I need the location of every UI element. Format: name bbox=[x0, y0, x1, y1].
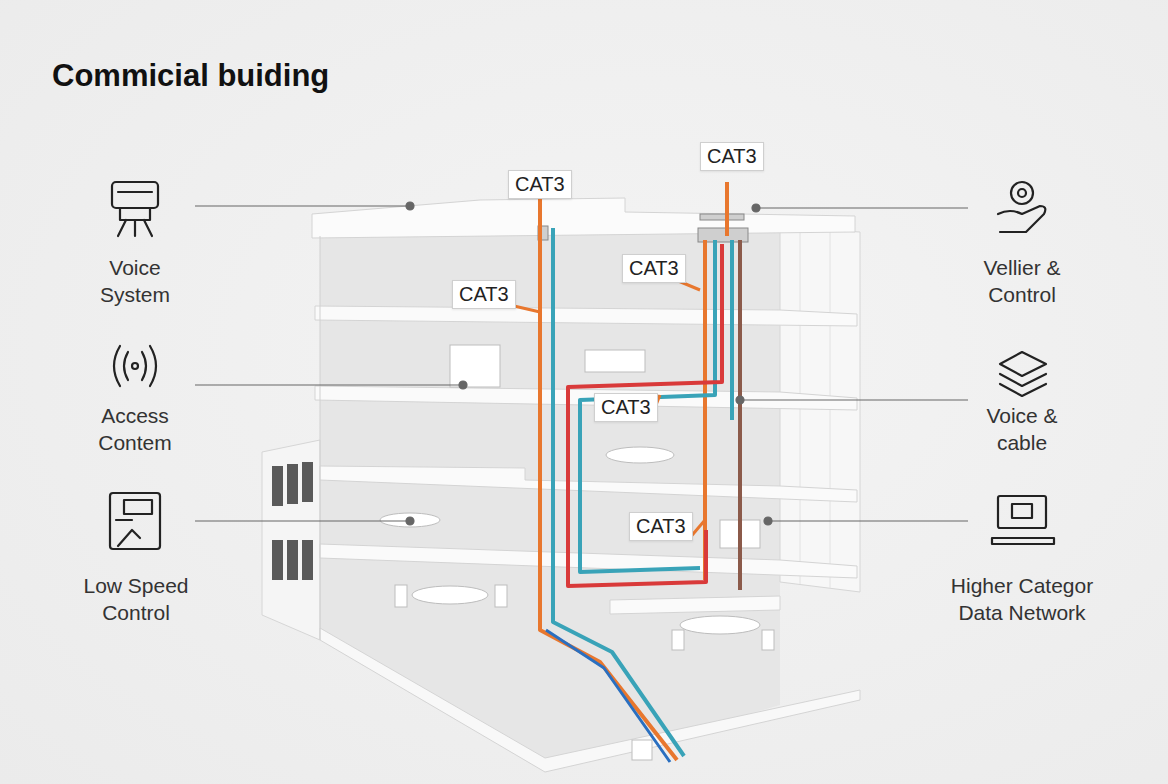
side-icons-part bbox=[118, 208, 152, 236]
side-icons-part bbox=[998, 206, 1045, 232]
cables-part bbox=[514, 306, 540, 312]
building-shell bbox=[262, 198, 860, 772]
side-icons-part bbox=[998, 496, 1046, 528]
building-shell-part bbox=[287, 464, 298, 504]
leader-lines-part bbox=[195, 520, 410, 521]
cable-tag-text: CAT3 bbox=[707, 145, 757, 167]
leader-lines-part bbox=[740, 399, 968, 400]
leader-lines-part bbox=[195, 384, 463, 385]
furniture-part bbox=[762, 630, 774, 650]
cables-part bbox=[568, 244, 722, 586]
system-label: Access Contem bbox=[80, 402, 190, 456]
building-shell-part bbox=[312, 198, 855, 238]
building-shell-part bbox=[272, 466, 283, 506]
furniture-part bbox=[450, 345, 500, 387]
building-shell-part bbox=[302, 540, 313, 580]
patch-panels-part bbox=[698, 228, 748, 242]
side-icons-part bbox=[110, 493, 160, 549]
diagram-title: Commicial buiding bbox=[52, 58, 329, 94]
system-label: Low Speed Control bbox=[71, 572, 201, 626]
leader-lines-part bbox=[406, 202, 414, 210]
side-icons-part bbox=[114, 346, 156, 386]
cable-tag: CAT3 bbox=[629, 512, 693, 541]
side-icons-part bbox=[124, 500, 152, 514]
leader-lines-part bbox=[736, 396, 744, 404]
furniture-part bbox=[585, 350, 645, 372]
leader-lines-part bbox=[459, 381, 467, 389]
cables-part bbox=[546, 630, 670, 762]
cable-tag: CAT3 bbox=[452, 280, 516, 309]
leader-lines-part bbox=[756, 207, 968, 208]
building-shell-part bbox=[262, 440, 320, 640]
building-shell-part bbox=[320, 466, 857, 502]
furniture-part bbox=[412, 586, 488, 604]
cable-tag-text: CAT3 bbox=[636, 515, 686, 537]
furniture bbox=[380, 345, 774, 760]
leader-lines-part bbox=[752, 204, 760, 212]
cable-tag-text: CAT3 bbox=[629, 257, 679, 279]
leader-lines-part bbox=[768, 520, 968, 521]
system-label: Voice & cable bbox=[977, 402, 1067, 456]
leader-lines-part bbox=[406, 517, 414, 525]
cables-part bbox=[730, 240, 734, 420]
patch-panels bbox=[538, 214, 748, 242]
patch-panels-part bbox=[700, 214, 744, 220]
building-shell-part bbox=[320, 236, 321, 640]
side-icons-part bbox=[132, 363, 138, 369]
cable-tag-text: CAT3 bbox=[601, 396, 651, 418]
side-icons-part bbox=[992, 538, 1054, 544]
cable-tag: CAT3 bbox=[700, 142, 764, 171]
building-shell-part bbox=[287, 540, 298, 580]
side-icons bbox=[110, 182, 1054, 549]
furniture-part bbox=[380, 513, 440, 527]
leader-lines-part bbox=[764, 517, 772, 525]
cable-tag: CAT3 bbox=[594, 393, 658, 422]
side-icons-part bbox=[116, 520, 140, 546]
building-shell-part bbox=[302, 462, 313, 502]
building-shell-part bbox=[272, 540, 283, 580]
building-shell-part bbox=[610, 596, 780, 614]
furniture-part bbox=[632, 740, 652, 760]
cables-part bbox=[738, 240, 742, 590]
system-label: Vellier & Control bbox=[962, 254, 1082, 308]
furniture-part bbox=[395, 585, 407, 607]
cables-part bbox=[553, 228, 684, 756]
side-icons-part bbox=[1011, 182, 1033, 204]
cable-tag: CAT3 bbox=[622, 254, 686, 283]
furniture-part bbox=[672, 630, 684, 650]
leader-lines-part bbox=[195, 205, 410, 206]
cable-tag-text: CAT3 bbox=[459, 283, 509, 305]
leader-lines bbox=[195, 202, 968, 525]
side-icons-part bbox=[1018, 189, 1026, 197]
furniture-part bbox=[680, 616, 760, 634]
cables-part bbox=[580, 240, 715, 572]
cable-tag: CAT3 bbox=[508, 170, 572, 199]
side-icons-part bbox=[118, 191, 152, 193]
furniture-part bbox=[606, 447, 674, 463]
side-icons-part bbox=[1012, 504, 1032, 518]
system-label: Higher Categor Data Network bbox=[927, 572, 1117, 626]
building-shell-part bbox=[320, 628, 860, 772]
cable-tag-text: CAT3 bbox=[515, 173, 565, 195]
cables bbox=[514, 182, 740, 762]
side-icons-part bbox=[112, 182, 158, 208]
side-icons-part bbox=[1000, 352, 1046, 396]
building-shell-part bbox=[315, 306, 857, 326]
furniture-part bbox=[495, 585, 507, 607]
system-label: Voice System bbox=[85, 254, 185, 308]
